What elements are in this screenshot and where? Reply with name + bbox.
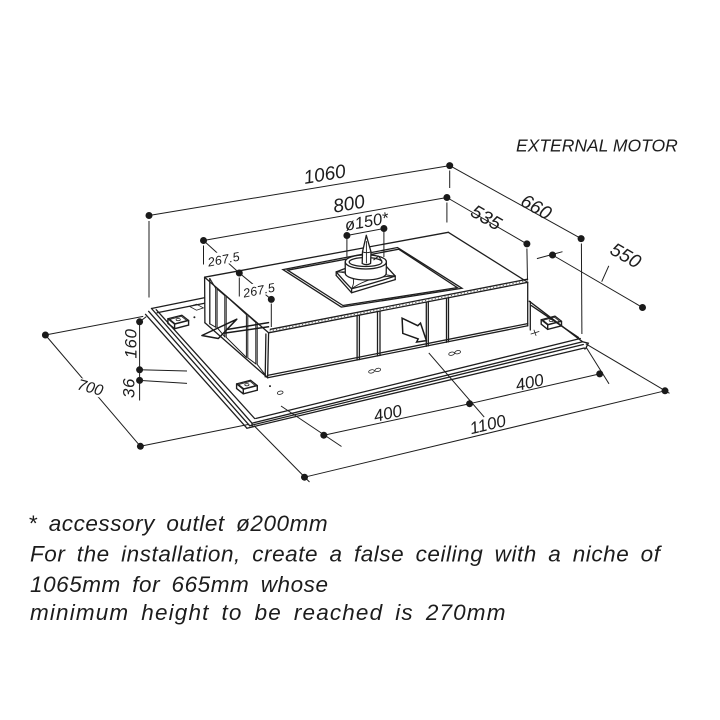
svg-text:550: 550 xyxy=(606,239,644,273)
svg-text:1060: 1060 xyxy=(302,161,348,189)
svg-text:160: 160 xyxy=(122,329,141,359)
svg-text:267.5: 267.5 xyxy=(206,250,241,270)
svg-text:minimum height to be reach: minimum height to be reached is 270mm xyxy=(30,600,507,625)
svg-text:For the installation, creat: For the installation, create a false cei… xyxy=(30,542,663,567)
svg-text:1100: 1100 xyxy=(468,411,508,438)
svg-text:700: 700 xyxy=(75,377,105,400)
svg-text:267.5: 267.5 xyxy=(241,281,276,301)
svg-text:EXTERNAL MOTOR: EXTERNAL MOTOR xyxy=(516,136,678,156)
svg-text:1065mm for 665mm whose: 1065mm for 665mm whose xyxy=(30,572,329,597)
svg-text:400: 400 xyxy=(372,401,404,426)
svg-text:400: 400 xyxy=(514,370,546,395)
svg-text:535: 535 xyxy=(467,201,505,235)
svg-text:36: 36 xyxy=(120,378,139,398)
svg-text:660: 660 xyxy=(517,191,555,225)
svg-text:* accessory outlet ø200mm: * accessory outlet ø200mm xyxy=(28,511,328,536)
